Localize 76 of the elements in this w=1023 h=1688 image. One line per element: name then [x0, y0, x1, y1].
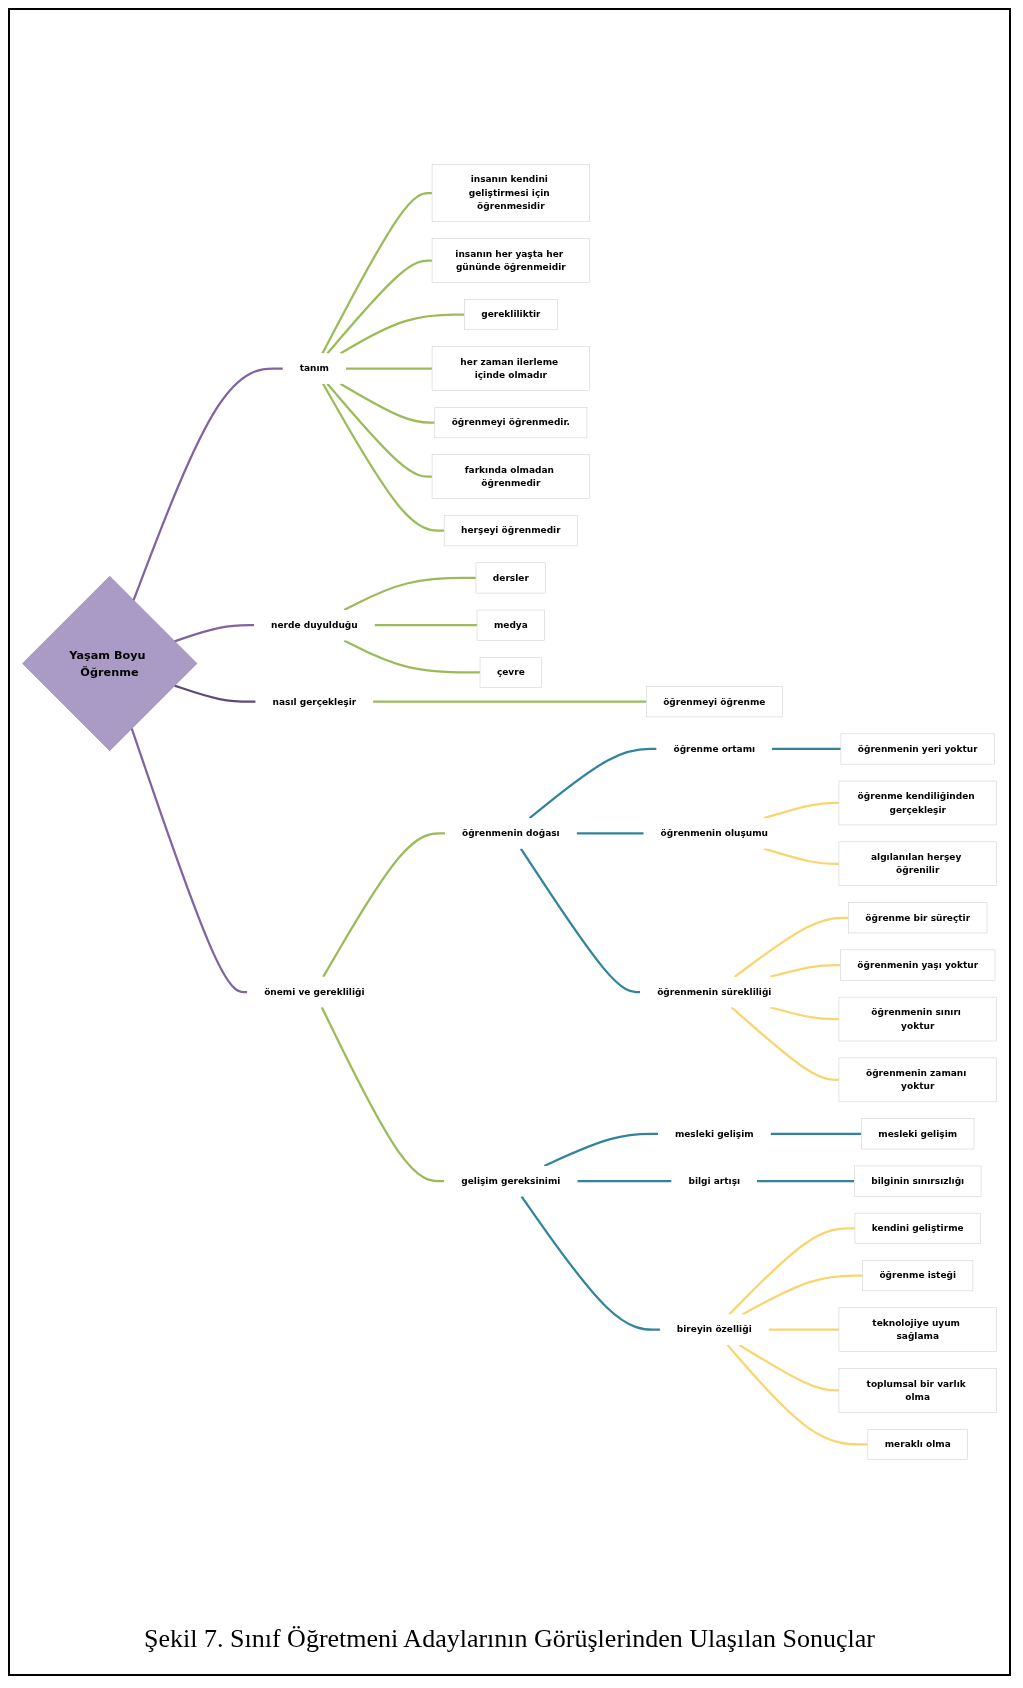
node-text: öğrenme ortamı — [673, 743, 756, 755]
node-text: gelişim gereksinimi — [461, 1175, 561, 1187]
node-box: kendini geliştirme — [854, 1212, 981, 1244]
node-box: gerekliliktir — [464, 299, 558, 331]
connector — [322, 832, 446, 978]
caption: Şekil 7. Sınıf Öğretmeni Adaylarının Görüşlerinden Ulaşılan Sonuçlar — [144, 1623, 875, 1655]
node-text: tanım — [299, 362, 329, 374]
node-box: meraklı olma — [867, 1429, 968, 1460]
connector — [345, 367, 433, 370]
connector — [730, 1006, 839, 1081]
connector — [757, 1180, 855, 1183]
connector — [320, 1006, 445, 1183]
node-box: mesleki gelişim — [861, 1118, 975, 1150]
node-box: her zaman ilerleme içinde olmadır — [431, 346, 590, 391]
node-box: öğrenmenin yaşı yoktur — [840, 949, 996, 981]
connector — [322, 383, 445, 532]
connector — [326, 259, 433, 355]
node-box: öğrenmenin yeri yoktur — [840, 733, 995, 765]
connector — [130, 728, 248, 994]
node-box: insanın kendini geliştirmesi için öğrenmesidir — [431, 164, 590, 222]
connector — [768, 1328, 839, 1331]
node-text: bilgi artışı — [688, 1175, 741, 1187]
node-box: öğrenmeyi öğrenme — [646, 686, 783, 718]
node-box: öğrenmeyi öğrenmedir. — [434, 407, 588, 439]
node-box: herşeyi öğrenmedir — [443, 515, 578, 547]
node-box: çevre — [479, 657, 542, 688]
connector — [577, 1180, 672, 1183]
node-box: öğrenme kendiliğinden gerçekleşir — [838, 780, 997, 826]
node-text: nasıl gerçekleşir — [272, 696, 357, 707]
connector — [772, 747, 841, 751]
node-box: algılanılan herşey öğrenilir — [838, 841, 997, 886]
connector — [769, 1006, 839, 1021]
connector — [343, 639, 481, 674]
node-box: insanın her yaşta her gününde öğrenmeidir — [431, 238, 590, 283]
node-text: önemi ve gerekliliği — [264, 986, 365, 998]
connector — [763, 801, 839, 820]
connector — [174, 684, 256, 703]
node-box: bilginin sınırsızlığı — [854, 1165, 982, 1197]
connector — [726, 1344, 868, 1446]
connector — [373, 700, 647, 703]
node-box: farkında olmadan öğrenmedir — [431, 454, 590, 499]
connector — [343, 576, 476, 611]
connector — [326, 383, 433, 478]
connector — [738, 1343, 839, 1392]
connector — [321, 191, 433, 354]
node-diamond: Yaşam Boyu Öğrenme — [22, 575, 198, 751]
node-text: öğrenmenin sürekliliği — [657, 986, 772, 998]
connector — [769, 963, 841, 978]
node-box: toplumsal bir varlık olma — [838, 1368, 997, 1413]
connector — [728, 1227, 855, 1316]
node-text: öğrenmenin oluşumu — [660, 827, 768, 839]
node-box: öğrenmenin zamanı yoktur — [838, 1057, 997, 1103]
connector — [339, 382, 435, 424]
connector — [374, 624, 477, 627]
connector — [519, 847, 641, 994]
connector — [543, 1132, 658, 1167]
node-text: nerde duyulduğu — [271, 619, 358, 631]
connector — [770, 1132, 862, 1135]
node-text: mesleki gelişim — [674, 1128, 754, 1139]
node-box: öğrenme isteği — [862, 1260, 974, 1292]
node-box: teknolojiye uyum sağlama — [838, 1307, 997, 1352]
connector — [763, 847, 839, 865]
connector — [520, 1195, 660, 1331]
node-box: öğrenmenin sınırı yoktur — [838, 996, 997, 1042]
node-box: dersler — [475, 562, 546, 594]
node-text: öğrenmenin doğası — [461, 827, 560, 839]
connector — [733, 916, 849, 978]
node-box: öğrenme bir süreçtir — [848, 902, 988, 934]
connector — [339, 313, 465, 355]
node-box: medya — [476, 609, 545, 641]
connector — [576, 832, 644, 835]
connector — [132, 367, 283, 601]
node-text: bireyin özelliği — [676, 1324, 752, 1335]
connector — [741, 1274, 863, 1316]
connector — [528, 747, 657, 820]
connector — [174, 624, 255, 643]
